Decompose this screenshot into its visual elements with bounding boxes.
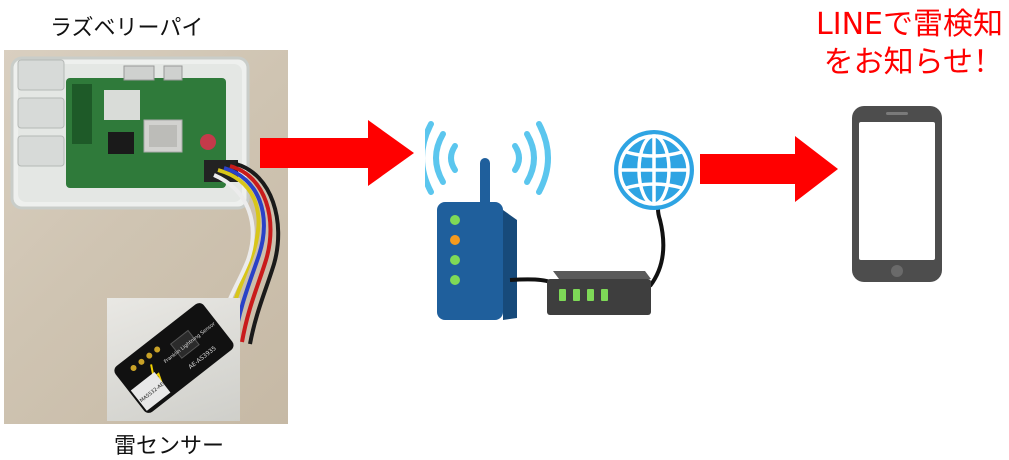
arrow-icon (700, 136, 838, 202)
raspberry-pi-label: ラズベリーパイ (50, 16, 204, 41)
wifi-signal-icon (425, 121, 551, 195)
smartphone-icon (852, 106, 942, 282)
raspberry-pi-illustration (10, 56, 281, 345)
notification-line-2: をお知らせ！ (823, 45, 1003, 80)
notification-line-1: LINEで雷検知 (816, 7, 1003, 42)
lightning-sensor-photo: Franklin Lightning Sensor AE-AS3935 MA55… (107, 298, 240, 421)
lightning-sensor-label: 雷センサー (114, 434, 225, 459)
sensor-board-illustration: Franklin Lightning Sensor AE-AS3935 MA55… (114, 303, 234, 413)
globe-icon (614, 130, 694, 210)
arrow-icon (260, 120, 414, 186)
notification-title: LINEで雷検知 をお知らせ！ (816, 6, 1003, 82)
raspberry-pi-photo (4, 50, 288, 424)
modem-icon (547, 271, 651, 315)
wifi-router-icon (425, 121, 551, 320)
